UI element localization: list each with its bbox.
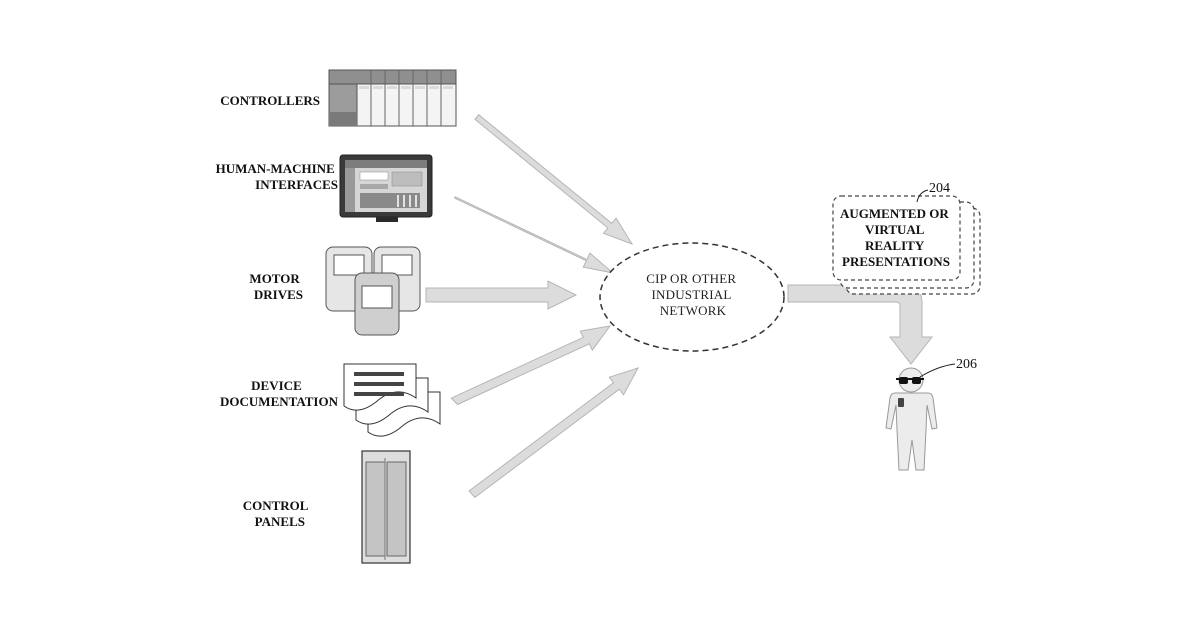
ref-206-leader	[920, 364, 955, 377]
documents-icon	[344, 364, 440, 436]
label-motor-drives: MOTOR DRIVES	[249, 271, 303, 302]
label-control-panels: CONTROL PANELS	[243, 498, 311, 529]
arrow-motor-drives	[426, 281, 576, 309]
ref-204: 204	[929, 181, 950, 196]
label-device-documentation: DEVICE DOCUMENTATION	[220, 378, 339, 409]
ref-206: 206	[956, 357, 977, 372]
label-hmi: HUMAN-MACHINE INTERFACES	[216, 161, 338, 192]
motor-drives-icon	[326, 247, 420, 335]
control-panel-cabinet-icon	[362, 451, 410, 563]
arrow-to-user	[788, 285, 932, 364]
controller-rack-icon	[329, 70, 456, 126]
arrow-documentation	[451, 326, 610, 405]
arrow-controllers	[475, 115, 632, 244]
user-with-headset-icon	[886, 368, 937, 470]
label-controllers: CONTROLLERS	[220, 93, 320, 108]
hmi-screen-icon	[340, 155, 432, 222]
network-label: CIP OR OTHER INDUSTRIAL NETWORK	[646, 271, 740, 318]
